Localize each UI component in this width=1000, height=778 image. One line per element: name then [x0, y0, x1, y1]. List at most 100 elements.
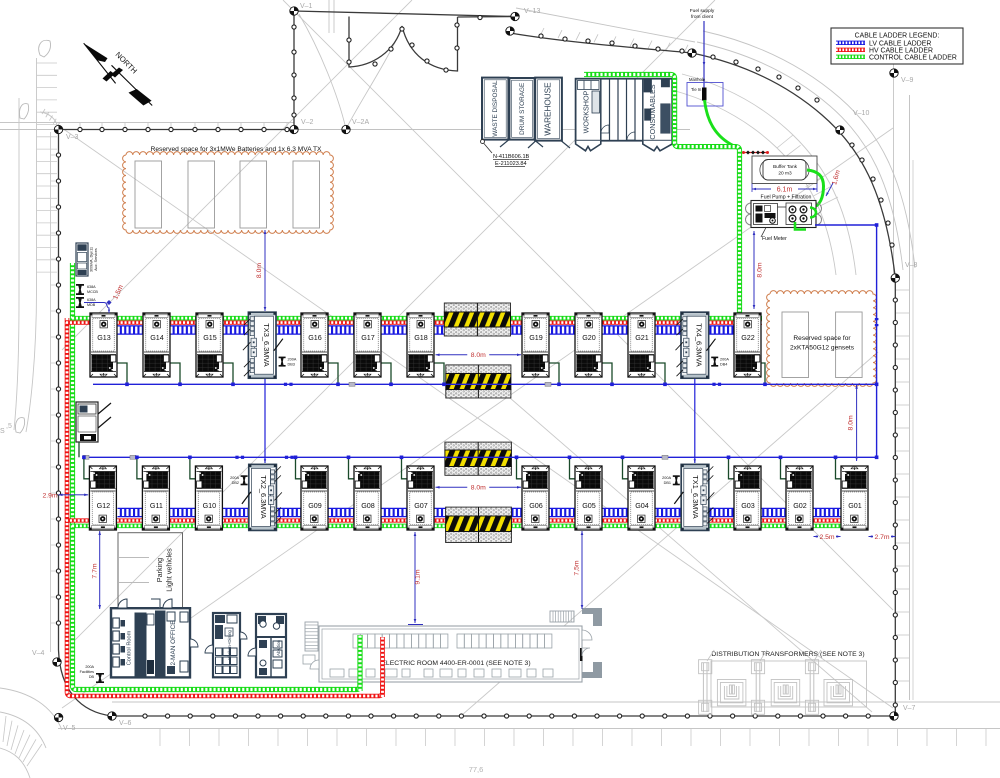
- svg-text:G21: G21: [635, 333, 649, 342]
- svg-text:V–2: V–2: [301, 119, 314, 126]
- svg-text:300kVA, Dyn11: 300kVA, Dyn11: [90, 247, 94, 272]
- svg-text:WORKSHOP: WORKSHOP: [582, 90, 591, 133]
- svg-text:Parking: Parking: [155, 558, 164, 582]
- svg-text:WAREHOUSE: WAREHOUSE: [544, 82, 553, 136]
- svg-text:8.0m: 8.0m: [256, 263, 263, 278]
- svg-text:Reserved space for: Reserved space for: [793, 335, 851, 342]
- svg-text:TX2_6.3MVA: TX2_6.3MVA: [259, 475, 268, 518]
- svg-text:Tie In: Tie In: [691, 87, 702, 92]
- svg-text:WASTE DISPOSAL: WASTE DISPOSAL: [492, 80, 499, 137]
- svg-text:E-211023.84: E-211023.84: [495, 161, 527, 167]
- svg-text:2.5m: 2.5m: [819, 534, 834, 541]
- svg-text:V–6: V–6: [119, 720, 132, 727]
- svg-text:2xKTA50G12 gensets: 2xKTA50G12 gensets: [790, 345, 855, 352]
- svg-text:8.0m: 8.0m: [848, 415, 855, 430]
- svg-text:G02: G02: [793, 501, 807, 510]
- svg-text:Ablution: Ablution: [276, 640, 281, 656]
- svg-text:Kitchen+Dining: Kitchen+Dining: [227, 630, 232, 660]
- svg-text:7.7m: 7.7m: [92, 563, 99, 578]
- svg-text:MDB: MDB: [87, 303, 96, 307]
- svg-text:DB3: DB3: [288, 363, 295, 367]
- svg-text:200A: 200A: [662, 476, 671, 480]
- svg-text:G07: G07: [414, 501, 428, 510]
- svg-text:CONTROL CABLE LADDER: CONTROL CABLE LADDER: [869, 54, 957, 61]
- svg-text:V–13: V–13: [524, 8, 540, 15]
- svg-text:V–2A: V–2A: [352, 119, 369, 126]
- svg-text:Light vehicles: Light vehicles: [165, 548, 174, 592]
- svg-text:7,5m: 7,5m: [574, 560, 581, 575]
- svg-text:S: S: [0, 428, 5, 435]
- svg-text:MCCB: MCCB: [87, 290, 98, 294]
- svg-text:TX3_6.3MVA: TX3_6.3MVA: [262, 323, 271, 366]
- svg-text:Control Room: Control Room: [127, 630, 133, 665]
- svg-text:V–7: V–7: [903, 705, 916, 712]
- svg-text:2-MAN OFFICE: 2-MAN OFFICE: [170, 620, 177, 665]
- svg-text:G03: G03: [741, 501, 755, 510]
- svg-text:V–1: V–1: [300, 3, 313, 10]
- svg-text:G01: G01: [848, 501, 862, 510]
- svg-text:V–10: V–10: [853, 110, 869, 117]
- svg-text:G12: G12: [97, 501, 111, 510]
- svg-text:DRUM STORAGE: DRUM STORAGE: [519, 83, 526, 135]
- svg-text:G17: G17: [361, 333, 375, 342]
- svg-text:V–8: V–8: [905, 262, 918, 269]
- svg-text:G22: G22: [741, 333, 755, 342]
- svg-text:Fuel Meter: Fuel Meter: [762, 236, 787, 242]
- svg-text:G18: G18: [414, 333, 428, 342]
- svg-text:,5: ,5: [6, 423, 12, 430]
- svg-text:DB1: DB1: [664, 481, 671, 485]
- svg-text:Fuel supply: Fuel supply: [690, 8, 715, 14]
- svg-text:DB: DB: [89, 675, 95, 679]
- svg-text:TX1_6.3MVA: TX1_6.3MVA: [691, 475, 700, 518]
- svg-text:V–4: V–4: [32, 650, 45, 657]
- svg-text:V–3: V–3: [66, 134, 79, 141]
- svg-text:G05: G05: [582, 501, 596, 510]
- svg-text:9.1m: 9.1m: [415, 569, 422, 584]
- svg-text:from client: from client: [691, 14, 714, 20]
- svg-text:200A: 200A: [230, 476, 239, 480]
- svg-text:1,6m: 1,6m: [831, 169, 842, 186]
- svg-text:G15: G15: [203, 333, 217, 342]
- svg-text:20 m3: 20 m3: [778, 171, 792, 177]
- svg-text:2.7m: 2.7m: [874, 534, 889, 541]
- svg-text:Aux. Services: Aux. Services: [94, 248, 98, 271]
- svg-text:G11: G11: [150, 501, 163, 510]
- svg-text:200A: 200A: [85, 665, 94, 669]
- svg-text:G04: G04: [635, 501, 649, 510]
- svg-text:8.0m: 8.0m: [471, 352, 486, 359]
- svg-text:Safety Spare: Safety Spare: [146, 634, 151, 657]
- svg-text:DISTRIBUTION TRANSFORMERS (SE: DISTRIBUTION TRANSFORMERS (SEE NOTE 3): [711, 651, 864, 658]
- svg-text:638A: 638A: [87, 285, 96, 289]
- svg-text:8.0m: 8.0m: [471, 485, 486, 492]
- svg-text:G14: G14: [150, 333, 164, 342]
- svg-text:DB2: DB2: [232, 481, 239, 485]
- svg-text:638A: 638A: [87, 298, 96, 302]
- svg-text:Fuel Pump + Filtration: Fuel Pump + Filtration: [761, 195, 812, 201]
- svg-text:N-411B606.1B: N-411B606.1B: [493, 154, 530, 160]
- svg-text:Facilities: Facilities: [80, 670, 94, 674]
- svg-text:LV CABLE LADDER: LV CABLE LADDER: [869, 40, 931, 47]
- svg-text:G13: G13: [97, 333, 111, 342]
- svg-text:6.1m: 6.1m: [777, 187, 793, 194]
- svg-text:G10: G10: [203, 501, 217, 510]
- svg-text:200A: 200A: [288, 358, 297, 362]
- svg-text:Manhole: Manhole: [689, 77, 706, 82]
- svg-text:G09: G09: [308, 501, 322, 510]
- svg-text:V–9: V–9: [901, 77, 914, 84]
- svg-text:Reserved space for 3x1MWe Bat: Reserved space for 3x1MWe Batteries and …: [151, 146, 322, 153]
- svg-text:TX4_6.3MVA: TX4_6.3MVA: [695, 323, 704, 366]
- svg-text:DB4: DB4: [720, 363, 727, 367]
- svg-text:G16: G16: [308, 333, 322, 342]
- svg-text:CABLE LADDER LEGEND:: CABLE LADDER LEGEND:: [855, 33, 940, 40]
- svg-text:V–5: V–5: [63, 725, 76, 732]
- svg-text:200A: 200A: [720, 358, 729, 362]
- svg-text:HV CABLE LADDER: HV CABLE LADDER: [869, 47, 933, 54]
- svg-text:ELECTRIC ROOM 4400-ER-0001 (SE: ELECTRIC ROOM 4400-ER-0001 (SEE NOTE 3): [381, 660, 530, 667]
- svg-text:G20: G20: [582, 333, 596, 342]
- svg-text:77,6: 77,6: [469, 765, 484, 774]
- svg-text:8.0m: 8.0m: [757, 262, 764, 277]
- svg-text:Buffer Tank: Buffer Tank: [773, 164, 798, 170]
- svg-text:CONSUMABLES: CONSUMABLES: [648, 84, 657, 139]
- svg-text:G19: G19: [529, 333, 543, 342]
- svg-text:Cabinet: Cabinet: [149, 637, 154, 651]
